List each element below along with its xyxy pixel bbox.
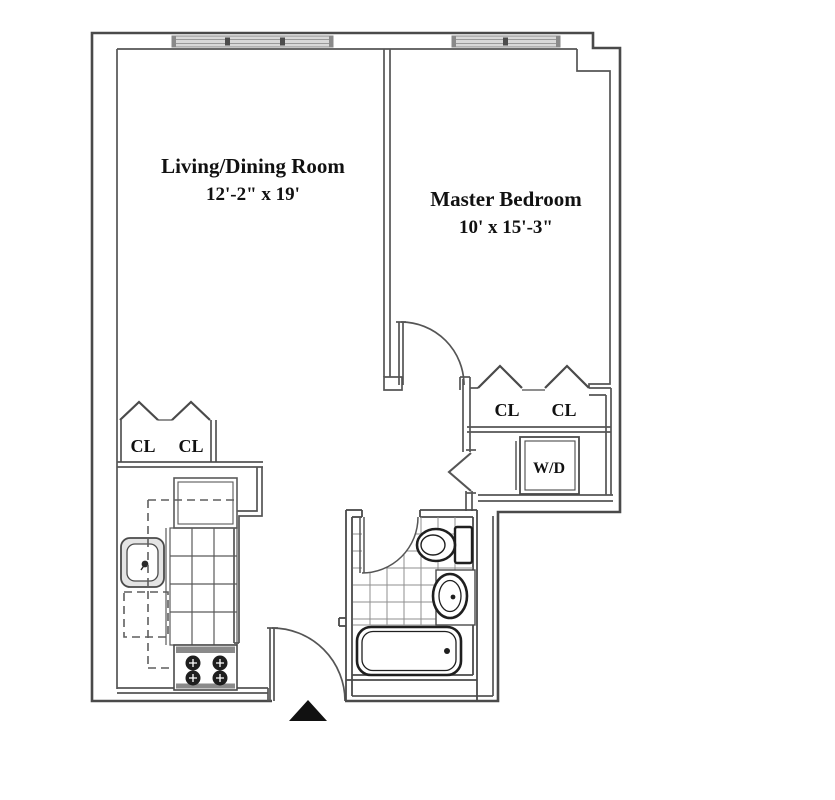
bathtub: [355, 625, 463, 677]
closet-doors: [119, 364, 590, 462]
living-closet-door-2: [171, 400, 211, 421]
bedroom-window: [451, 35, 561, 48]
kitchen: [120, 477, 238, 691]
exterior-walls: [90, 31, 622, 703]
bedroom-door-swing: [396, 321, 465, 386]
laundry-closet-door: [447, 449, 476, 494]
toilet: [415, 525, 474, 565]
washer-dryer: [515, 436, 580, 495]
bedroom-closet-label-2: CL: [551, 400, 576, 420]
entry-arrow: [289, 700, 327, 721]
bathroom-sink: [431, 569, 476, 626]
bathroom-door-swing: [359, 516, 419, 574]
bedroom-closet-label-1: CL: [494, 400, 519, 420]
stove: [173, 644, 238, 691]
living-room-label: Living/Dining Room: [161, 154, 345, 178]
bathroom: [338, 509, 478, 701]
washer-dryer-label: W/D: [533, 460, 565, 477]
bedroom-label: Master Bedroom: [430, 187, 582, 211]
bedroom-closet-door-2: [544, 364, 590, 389]
upper-cabinets-dashed: [123, 499, 236, 669]
refrigerator: [173, 477, 238, 529]
kitchen-counter: [165, 527, 238, 646]
bedroom-closet-door-1: [477, 364, 523, 389]
living-closet-door-1: [119, 400, 159, 421]
kitchen-sink: [120, 537, 165, 588]
living-closet-label-2: CL: [178, 436, 203, 456]
living-room-window: [171, 35, 334, 48]
living-closet-label-1: CL: [130, 436, 155, 456]
entry-door-swing: [267, 627, 346, 702]
living-room-dims: 12'-2" x 19': [206, 184, 300, 205]
windows: [171, 35, 561, 48]
bedroom-dims: 10' x 15'-3": [459, 217, 553, 238]
labels: Living/Dining Room 12'-2" x 19' Master B…: [130, 154, 582, 477]
doors: [267, 321, 476, 702]
